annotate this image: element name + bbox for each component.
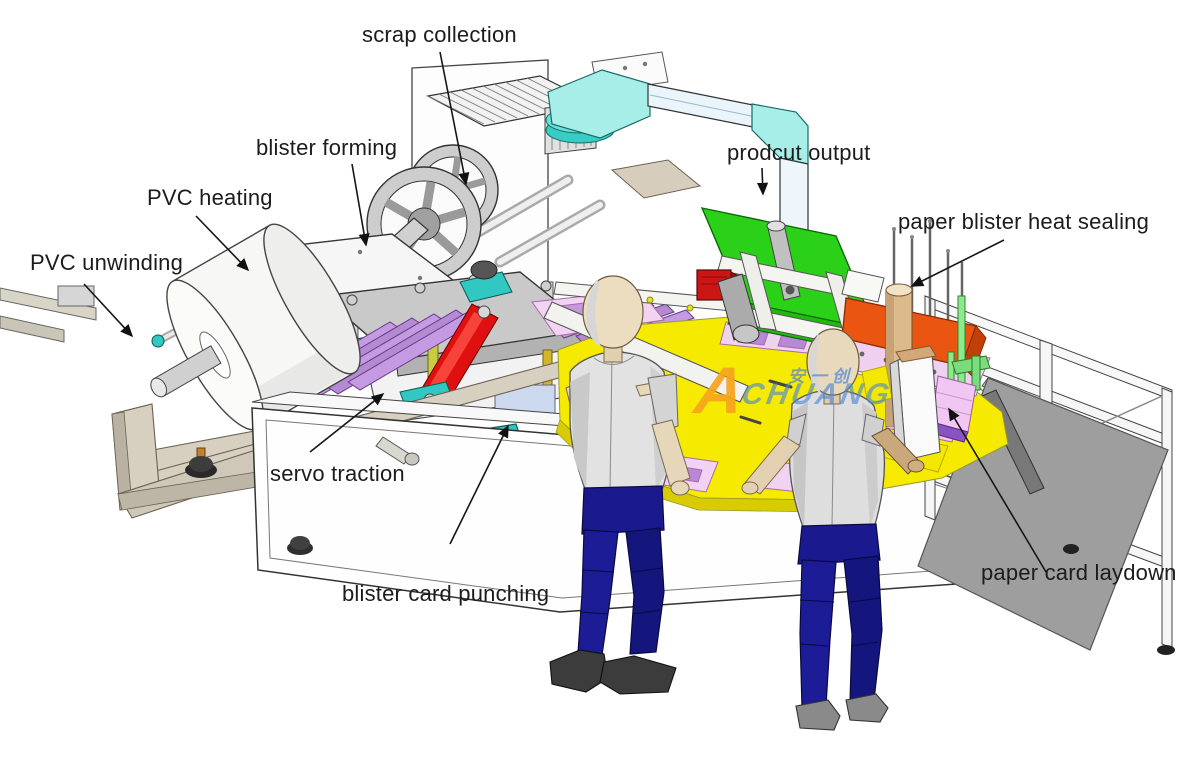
label-heat-sealing: paper blister heat sealing: [898, 209, 1150, 234]
leader-scrap-collection: [439, 51, 470, 186]
leader-lines: [83, 51, 1047, 573]
label-card-punching: blister card punching: [342, 581, 550, 606]
label-pvc-heating: PVC heating: [147, 185, 273, 210]
leader-servo-traction: [309, 393, 385, 453]
label-servo-traction: servo traction: [270, 461, 405, 486]
left-feed-rails: [0, 285, 97, 343]
leader-heat-sealing: [910, 239, 1005, 287]
leader-pvc-unwinding: [83, 283, 134, 338]
pvc-roll: [150, 223, 361, 431]
leader-card-punching: [449, 424, 509, 545]
leader-pvc-heating: [195, 215, 250, 272]
leader-product-output: [756, 167, 769, 196]
label-pvc-unwinding: PVC unwinding: [30, 250, 184, 275]
operator-right: [741, 328, 925, 731]
label-blister-forming: blister forming: [256, 135, 398, 160]
label-product-output: prodcut output: [727, 140, 871, 165]
operator-left: [549, 275, 691, 695]
label-scrap-collection: scrap collection: [362, 22, 517, 47]
leader-blister-forming: [351, 163, 370, 247]
watermark-initial: A: [690, 353, 749, 427]
watermark-chinese: 安一创: [788, 367, 854, 386]
leader-card-laydown: [948, 407, 1047, 573]
label-card-laydown: paper card laydown: [981, 560, 1177, 585]
